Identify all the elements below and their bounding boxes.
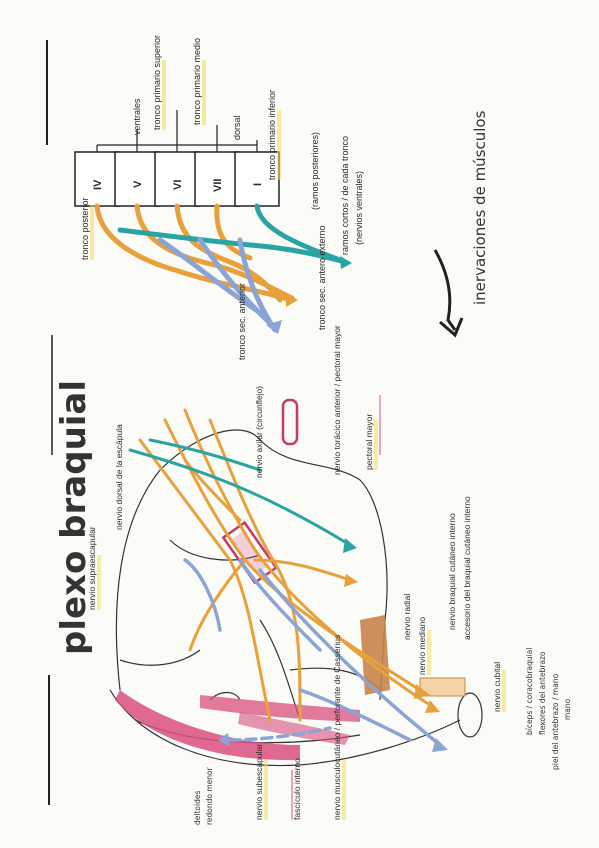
label-tronco-sec-anterior: tronco sec. anterior [237,283,247,360]
label-nervios-ventrales: (nervios ventrales) [354,171,364,245]
note-flexores: flexores del antebrazo [538,651,547,735]
muscle-brown [360,615,390,695]
page-title: plexo braquial [54,380,94,655]
label-tronco-posterior: tronco posterior [80,197,90,260]
label-tronco-antero-externo: tronco sec. antero externo [317,225,327,330]
upper-trunks [94,203,348,333]
lower-highlights [97,420,506,820]
label-cubital: nervio cubital [492,662,502,712]
root-label-v: V [132,180,144,188]
root-boxes [74,151,280,207]
label-ramos-posteriores: (ramos posteriores) [310,132,320,210]
note-deltoides: deltoides [193,791,202,825]
root-box-v [114,151,160,207]
label-toracico-anterior: nervio torácico anterior / pectoral mayo… [332,325,342,475]
label-radial: nervio radial [402,594,412,640]
label-supraescapular: nervio supraescapular [87,526,97,610]
root-label-i: I [252,183,264,186]
direction-arrow [433,249,457,331]
label-ramos-cortos: ramos cortos / de cada tronco [340,136,350,255]
note-redondo: redondo menor [205,766,214,825]
label-fascicular: fascículo interno [292,758,302,820]
lower-teal-nerves [128,438,352,547]
direction-arrow-head [439,317,464,338]
root-box-vi [154,151,200,207]
label-dorsal: dorsal [232,115,242,140]
note-piel: piel del antebrazo / mano [551,673,560,770]
label-subescapular: nervio subescapular [254,744,264,820]
label-accesorio: accesorio del braquial cutáneo interno [462,496,472,640]
muscle-orange-block [419,677,466,697]
root-brackets [96,110,258,152]
label-ventrales: ventrales [132,98,142,135]
legend-pink-box [281,398,299,446]
lower-blue-nerves [183,558,442,747]
label-braquial-cutaneo: nervio braquial cutáneo interno [447,513,457,630]
muscle-pink [115,690,360,761]
upper-arrowheads [266,256,352,334]
note-mano: mano [563,698,572,720]
label-highlights [90,60,281,260]
root-label-vii: VII [212,179,224,192]
label-pectoral: pectoral mayor [364,414,374,470]
section-heading: inervaciones de músculos [471,110,489,305]
note-biceps: bíceps / coracobraquial [525,648,534,735]
root-box-iv [74,151,120,207]
pink-underlines [291,395,381,820]
label-tronco-superior: tronco primario superior [152,35,162,130]
lower-arrowheads [218,538,448,752]
label-axilar: nervio axilar (circunflejo) [254,386,264,478]
label-tronco-inferior: tronco primario inferior [267,90,277,180]
root-label-vi: VI [172,180,184,190]
label-mediano: nervio mediano [417,617,427,675]
label-dorsal-escapula: nervio dorsal de la escápula [114,424,124,530]
label-musculocutaneo: nervio musculocutáneo / perforante de Ca… [332,635,342,820]
root-label-iv: IV [92,179,104,190]
label-tronco-medio: tronco primario medio [192,38,202,125]
